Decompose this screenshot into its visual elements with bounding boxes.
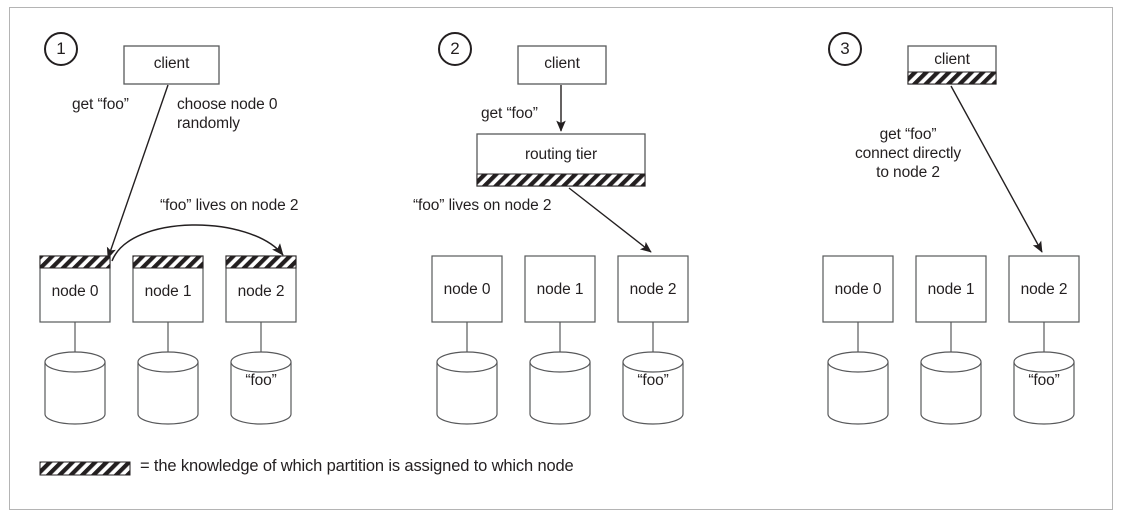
step-number-3: 3 [828, 32, 862, 66]
panel-2-node-2-label: node 2 [629, 281, 677, 298]
panel-1-node-1-label: node 1 [144, 283, 192, 300]
panel-1-client-to-node0-arrow [106, 84, 169, 259]
panel-2-node-0 [431, 255, 503, 352]
panel-1-db-2-value: “foo” [245, 372, 277, 389]
panel-2-router-to-node2-arrow [568, 187, 652, 253]
panel-1-db-2 [230, 351, 292, 425]
panel-3-client-box [907, 45, 997, 85]
panel-3-node-0-label: node 0 [834, 281, 882, 298]
panel-1-client-label: client [153, 55, 190, 72]
panel-1-node-0 [39, 255, 111, 352]
panel-2-routing-tier-box [476, 133, 646, 187]
panel-3-db-0 [827, 351, 889, 425]
panel-3-node-1-label: node 1 [927, 281, 975, 298]
step-number-1: 1 [44, 32, 78, 66]
panel-1-get-foo-label: get “foo” [72, 96, 129, 113]
panel-2-node-0-label: node 0 [443, 281, 491, 298]
panel-2-db-1 [529, 351, 591, 425]
panel-2-client-box [517, 45, 607, 85]
panel-2-get-foo-label: get “foo” [481, 105, 538, 122]
panel-2-db-2-value: “foo” [637, 372, 669, 389]
panel-3-node-0 [822, 255, 894, 352]
panel-1-db-1 [137, 351, 199, 425]
step-number-2: 2 [438, 32, 472, 66]
panel-2-client-label: client [544, 55, 580, 72]
panel-2-node-2 [617, 255, 689, 352]
panel-3-db-1 [920, 351, 982, 425]
panel-3-db-2-value: “foo” [1028, 372, 1060, 389]
panel-1-client-box [123, 45, 220, 85]
panel-2-routing-tier-label: routing tier [524, 146, 598, 163]
panel-3-db-2 [1013, 351, 1075, 425]
panel-3-node-2-label: node 2 [1020, 281, 1068, 298]
legend-hatch-swatch [39, 461, 131, 476]
panel-1-node0-to-node2-arrow [111, 224, 284, 262]
panel-1-choose-node-label: choose node 0 randomly [177, 96, 278, 132]
panel-1-node-1 [132, 255, 204, 352]
panel-2-foo-lives-label: “foo” lives on node 2 [413, 197, 552, 214]
panel-2-node-1-label: node 1 [536, 281, 584, 298]
panel-1-node-0-label: node 0 [51, 283, 99, 300]
panel-2-node-1 [524, 255, 596, 352]
panel-3-node-1 [915, 255, 987, 352]
panel-3-get-foo-connect-label: get “foo” connect directly to node 2 [854, 126, 962, 181]
panel-2-db-0 [436, 351, 498, 425]
panel-1-db-0 [44, 351, 106, 425]
panel-1-node-2 [225, 255, 297, 352]
panel-1-foo-lives-label: “foo” lives on node 2 [160, 197, 299, 214]
panel-3-client-to-node2-arrow [950, 85, 1043, 253]
panel-3-client-label: client [934, 51, 970, 68]
panel-3-node-2 [1008, 255, 1080, 352]
panel-1-node-2-label: node 2 [237, 283, 285, 300]
panel-2-db-2 [622, 351, 684, 425]
legend-text: = the knowledge of which partition is as… [140, 457, 574, 475]
